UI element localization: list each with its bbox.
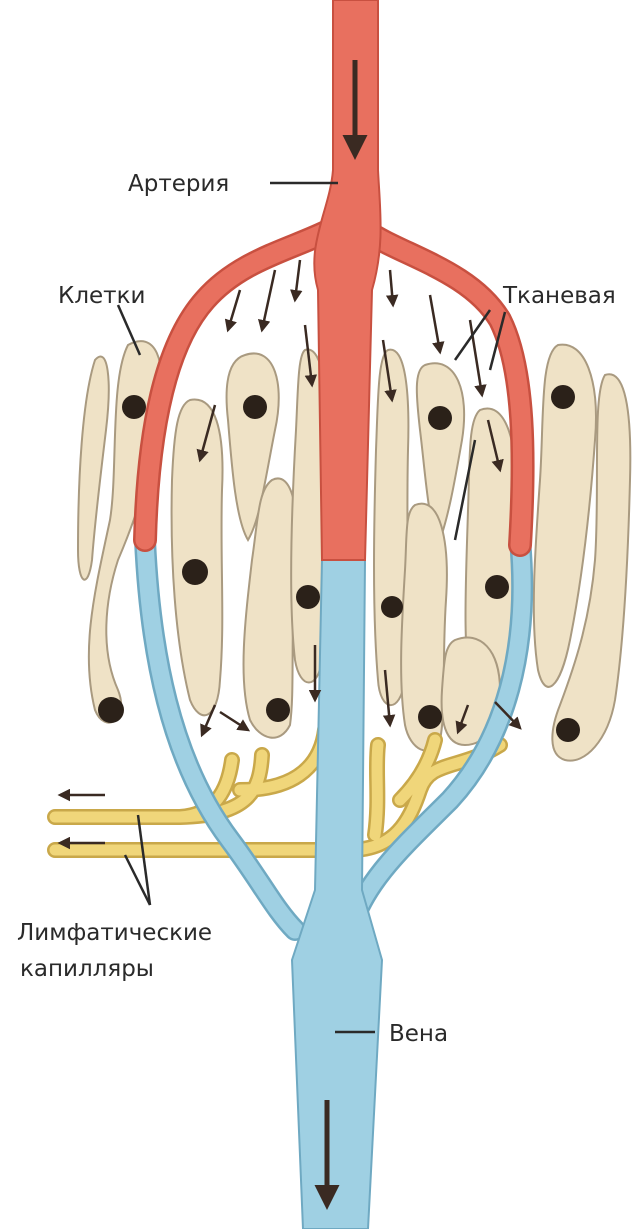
nucleus	[381, 596, 403, 618]
artery-label: Артерия	[128, 171, 229, 197]
vein-label: Вена	[389, 1021, 448, 1047]
nucleus	[551, 385, 575, 409]
nucleus	[428, 406, 452, 430]
tissue-leader-1	[455, 310, 490, 360]
nucleus	[243, 395, 267, 419]
lymph-capillaries-label-line1: Лимфатические	[17, 920, 212, 946]
nucleus	[122, 395, 146, 419]
lymph-capillaries-label-line2: капилляры	[20, 956, 154, 982]
nucleus	[266, 698, 290, 722]
nucleus	[556, 718, 580, 742]
nucleus	[98, 697, 124, 723]
cells-label: Клетки	[58, 283, 145, 309]
cell	[172, 400, 223, 716]
nucleus	[296, 585, 320, 609]
nucleus	[418, 705, 442, 729]
nucleus	[182, 559, 208, 585]
nucleus	[485, 575, 509, 599]
tissue-fluid-label: Тканевая	[502, 283, 616, 309]
